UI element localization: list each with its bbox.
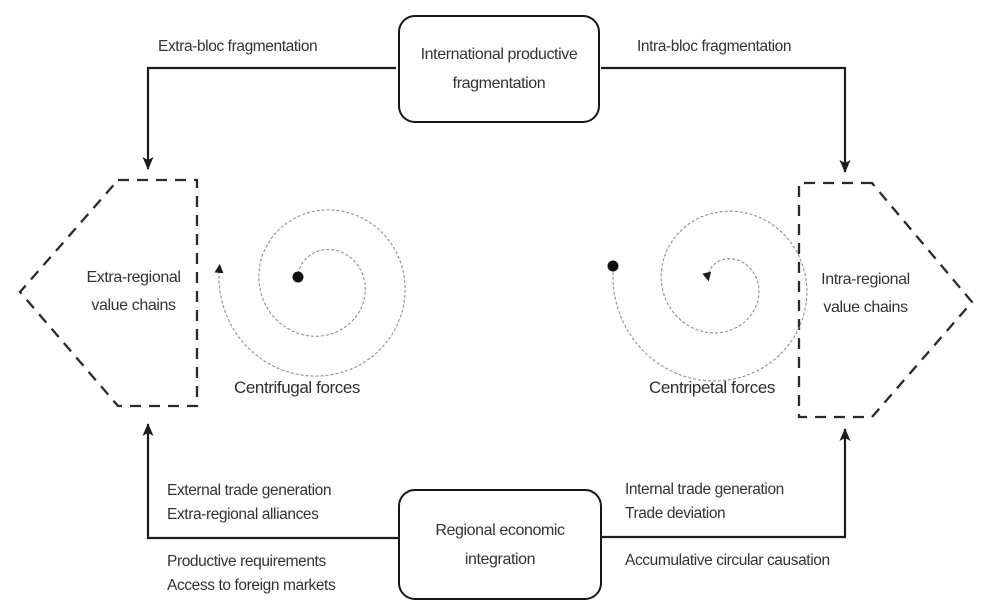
intra-bloc-fragmentation-label: Intra-bloc fragmentation (637, 38, 792, 55)
extra-bloc-fragmentation-label: Extra-bloc fragmentation (158, 38, 318, 55)
connector-internal-trade-arrow (599, 428, 851, 539)
connector-external-trade-arrow (142, 423, 398, 540)
extra-regional-value-chains-label: Extra-regional value chains (86, 269, 181, 314)
bottom-right-below-line-labels: Accumulative circular causation (625, 549, 830, 573)
regional-economic-integration-label: Regional economic integration (435, 521, 565, 568)
bottom-left-above-line-labels: External trade generation Extra-regional… (167, 479, 331, 527)
centrifugal-spiral (214, 209, 406, 377)
internal-trade-generation-label: Internal trade generation (625, 481, 784, 498)
productive-requirements-label: Productive requirements (167, 553, 326, 570)
extra-regional-alliances-label: Extra-regional alliances (167, 506, 319, 523)
connector-intra-bloc-arrow (601, 66, 851, 173)
intra-regional-value-chains-shape (797, 181, 974, 419)
centripetal-forces-label: Centripetal forces (648, 378, 776, 397)
international-productive-fragmentation-label: International productive fragmentation (420, 46, 578, 92)
intra-regional-value-chains-label: Intra-regional value chains (821, 271, 910, 316)
accumulative-circular-causation-label: Accumulative circular causation (625, 552, 830, 569)
trade-deviation-label: Trade deviation (625, 505, 726, 522)
connector-extra-bloc-arrow (142, 66, 396, 170)
external-trade-generation-label: External trade generation (167, 482, 332, 499)
bottom-left-below-line-labels: Productive requirements Access to foreig… (167, 550, 336, 598)
access-to-foreign-markets-label: Access to foreign markets (167, 577, 336, 594)
centripetal-spiral-origin-dot (607, 260, 619, 272)
centripetal-spiral (612, 210, 808, 382)
bottom-right-above-line-labels: Internal trade generation Trade deviatio… (625, 478, 784, 526)
international-productive-fragmentation-box: International productive fragmentation (398, 15, 600, 123)
regional-economic-integration-box: Regional economic integration (398, 489, 602, 600)
centrifugal-forces-label: Centrifugal forces (233, 378, 361, 397)
extra-regional-value-chains-shape (18, 178, 199, 408)
centrifugal-spiral-origin-dot (292, 271, 304, 283)
